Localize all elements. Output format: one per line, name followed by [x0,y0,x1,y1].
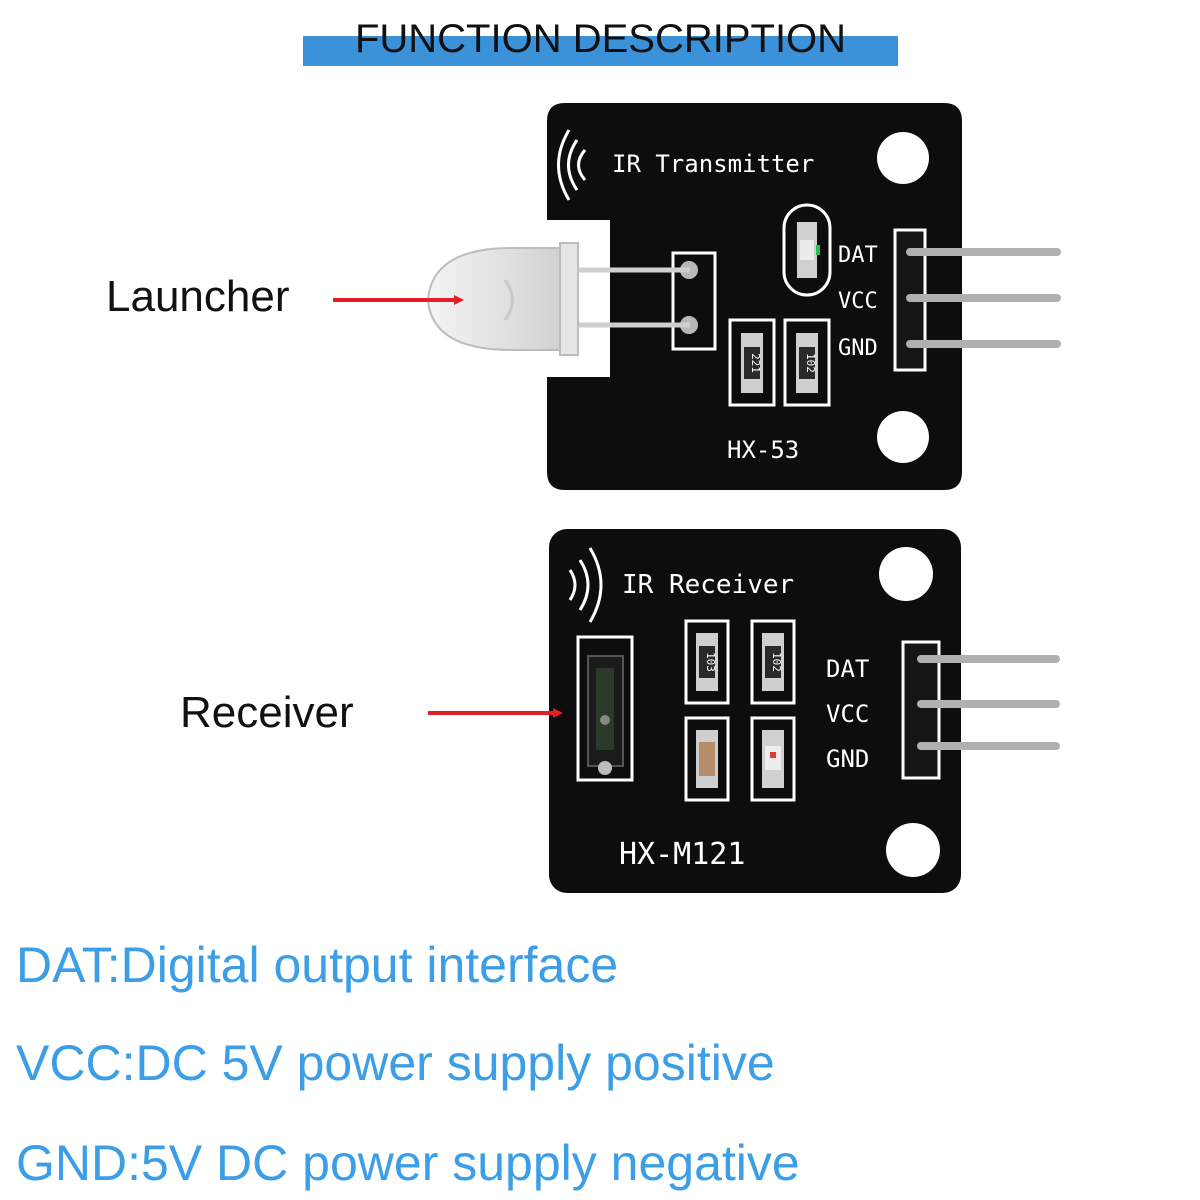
ir-receiver-sensor [576,635,634,782]
status-led [750,716,796,802]
led-footprint [671,251,717,351]
ir-receiver-board: IR Receiver 103 102 [549,529,1060,893]
pin-label-vcc: VCC [826,700,869,728]
launcher-label: Launcher [106,272,290,321]
status-led-footprint [782,203,832,297]
model-number: HX-53 [727,436,799,464]
svg-text:102: 102 [804,353,817,373]
pin-label-dat: DAT [826,655,869,683]
pin-label-gnd: GND [826,745,869,773]
pin-label-dat: DAT [838,243,878,268]
svg-text:102: 102 [770,652,783,672]
page-title: FUNCTION DESCRIPTION [354,17,847,61]
signal-waves-icon [568,547,603,623]
header-accent-bar [303,36,898,66]
svg-text:221: 221 [749,353,762,373]
vcc-description: VCC:DC 5V power supply positive [16,1035,775,1091]
receiver-label: Receiver [180,688,354,737]
gnd-description: GND:5V DC power supply negative [16,1135,800,1191]
model-number: HX-M121 [619,837,745,872]
resistor-221: 221 [728,318,776,407]
ir-transmitter-board: IR Transmitter 221 102 [426,103,1061,490]
mount-hole [877,132,929,184]
pin-header [901,640,1060,780]
resistor-103: 103 [684,619,730,705]
board-title: IR Receiver [622,570,794,600]
resistor-102: 102 [783,318,831,407]
svg-text:103: 103 [704,652,717,672]
capacitor [684,716,730,802]
ir-led-launcher [426,242,579,356]
pin-header [893,228,1061,372]
mount-hole [877,411,929,463]
pin-label-vcc: VCC [838,289,878,314]
mount-hole [886,823,940,877]
dat-description: DAT:Digital output interface [16,937,619,993]
pin-label-gnd: GND [838,336,878,361]
mount-hole [879,547,933,601]
resistor-102: 102 [750,619,796,705]
board-title: IR Transmitter [612,150,814,178]
signal-waves-icon [557,129,587,201]
